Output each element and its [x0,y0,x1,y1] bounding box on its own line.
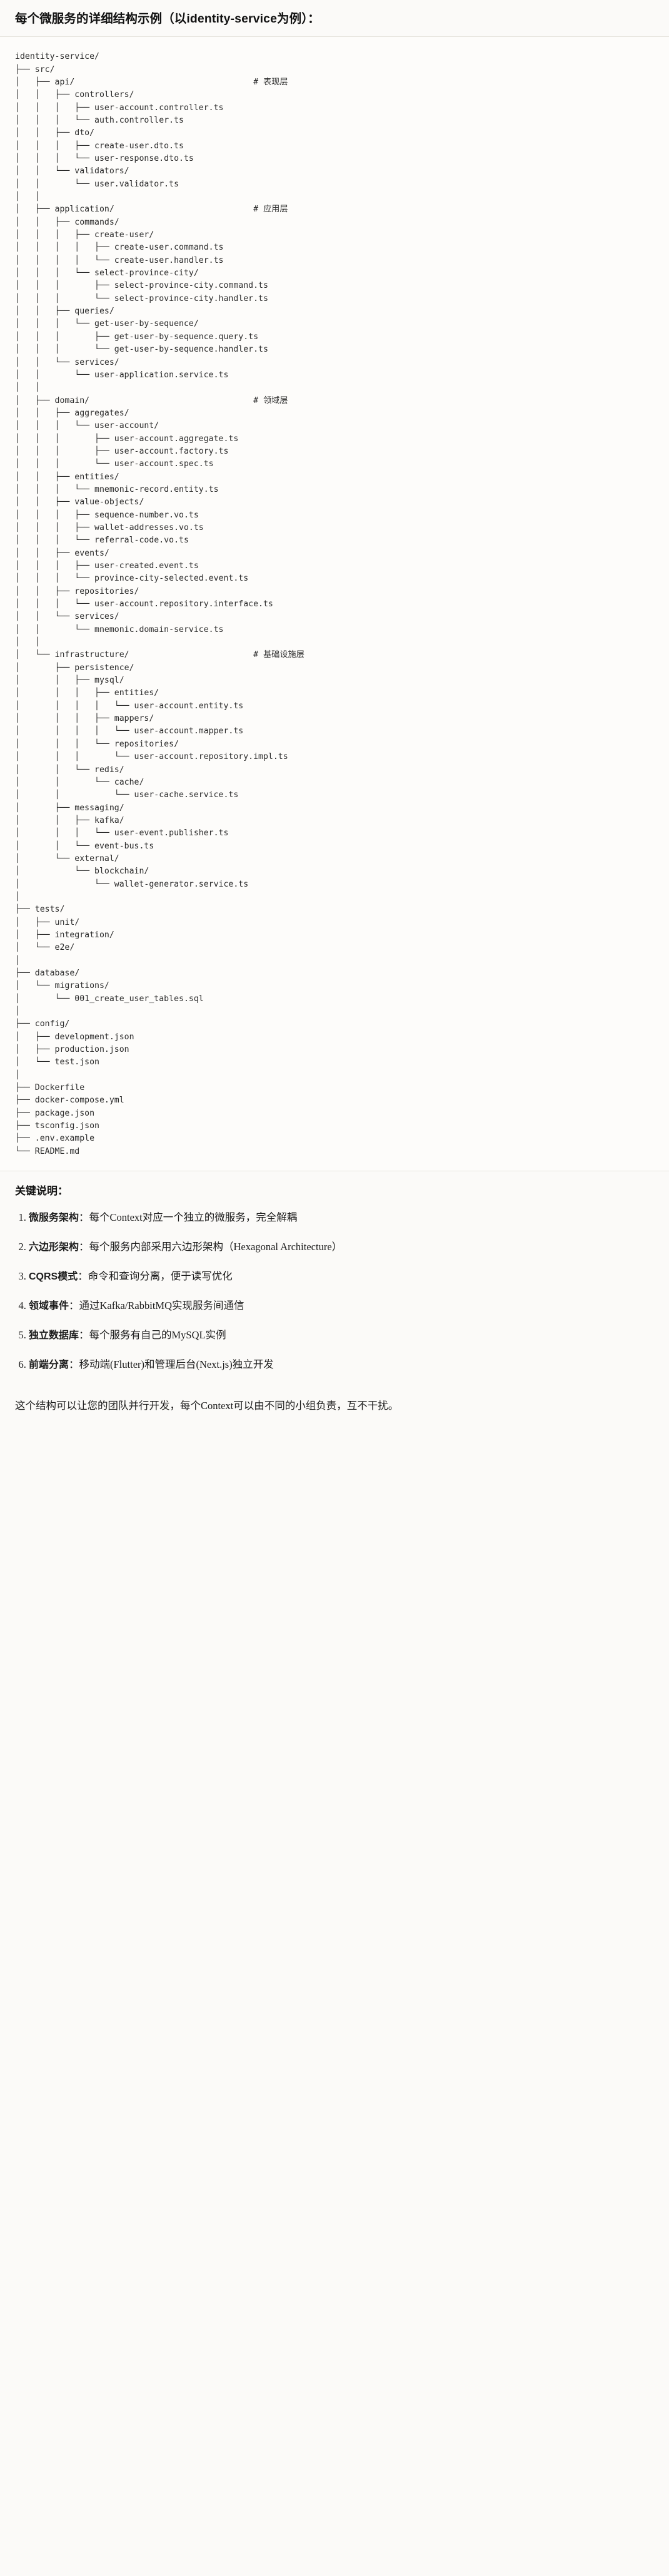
key-points-title: 关键说明： [15,1185,68,1198]
key-point-separator: ： [79,1328,89,1341]
page-title: 每个微服务的详细结构示例（以identity-service为例）： [15,12,320,26]
directory-tree: identity-service/ ├── src/ │ ├── api/ # … [15,52,304,1156]
key-point-item: 微服务架构：每个Context对应一个独立的微服务，完全解耦 [29,1210,654,1226]
key-point-separator: ： [79,1240,89,1253]
key-point-item: 独立数据库：每个服务有自己的MySQL实例 [29,1328,654,1343]
key-point-item: CQRS模式：命令和查询分离，便于读写优化 [29,1269,654,1285]
key-point-term: 微服务架构 [29,1212,79,1223]
key-point-separator: ： [69,1358,79,1370]
key-point-description: 每个服务有自己的MySQL实例 [89,1328,226,1341]
key-point-description: 移动端(Flutter)和管理后台(Next.js)独立开发 [79,1358,274,1370]
key-points-list: 微服务架构：每个Context对应一个独立的微服务，完全解耦六边形架构：每个服务… [15,1210,654,1373]
key-point-description: 命令和查询分离，便于读写优化 [88,1270,233,1282]
key-point-term: 独立数据库 [29,1330,79,1341]
key-point-item: 前端分离：移动端(Flutter)和管理后台(Next.js)独立开发 [29,1357,654,1373]
closing-paragraph: 这个结构可以让您的团队并行开发，每个Context可以由不同的小组负责，互不干扰… [15,1399,399,1412]
key-point-term: CQRS模式 [29,1271,78,1282]
directory-tree-block: identity-service/ ├── src/ │ ├── api/ # … [0,37,669,1171]
divider-top [0,36,669,38]
key-point-item: 领域事件：通过Kafka/RabbitMQ实现服务间通信 [29,1298,654,1314]
key-point-term: 前端分离 [29,1359,69,1370]
key-point-separator: ： [69,1299,79,1311]
key-point-description: 每个服务内部采用六边形架构（Hexagonal Architecture） [89,1240,343,1253]
key-point-item: 六边形架构：每个服务内部采用六边形架构（Hexagonal Architectu… [29,1240,654,1255]
page-root: 每个微服务的详细结构示例（以identity-service为例）： ident… [0,0,669,1430]
key-point-description: 通过Kafka/RabbitMQ实现服务间通信 [79,1299,244,1311]
key-point-term: 领域事件 [29,1300,69,1311]
key-point-separator: ： [78,1270,88,1282]
key-point-separator: ： [79,1211,89,1223]
key-point-description: 每个Context对应一个独立的微服务，完全解耦 [89,1211,298,1223]
key-points-section: 关键说明： 微服务架构：每个Context对应一个独立的微服务，完全解耦六边形架… [0,1171,669,1393]
key-point-term: 六边形架构 [29,1241,79,1253]
